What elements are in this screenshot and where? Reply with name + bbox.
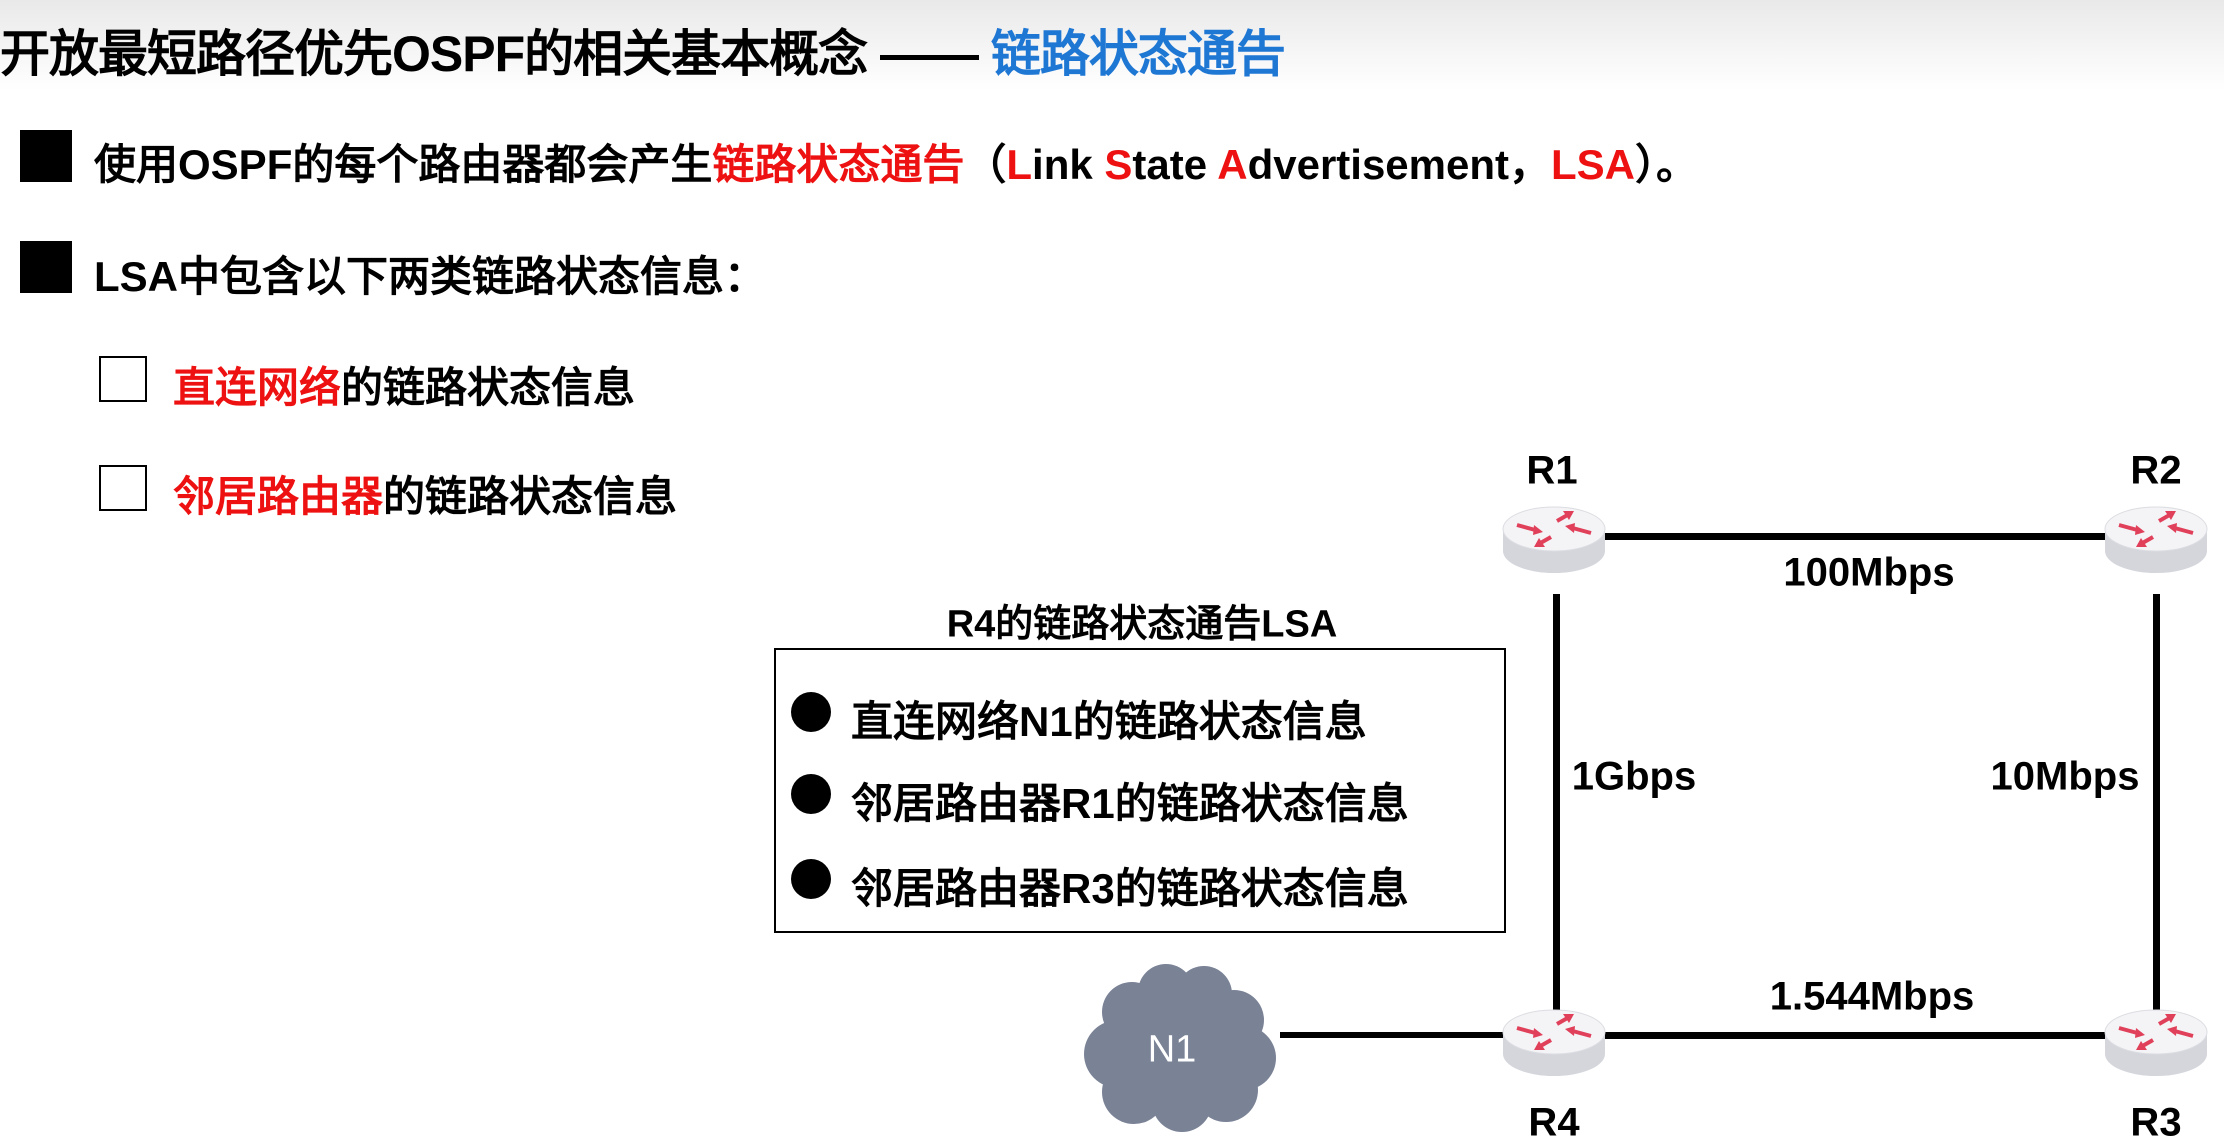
lsa-box-title: R4的链路状态通告LSA xyxy=(946,603,1338,646)
router-r1-icon xyxy=(1499,501,1609,577)
letter-a: A xyxy=(1217,141,1248,188)
square-bullet-icon xyxy=(20,241,72,293)
bullet-dot-icon xyxy=(791,774,831,814)
router-r3-icon xyxy=(2101,1004,2211,1080)
paren: ）。 xyxy=(1635,141,1699,188)
bullet-text: 使用OSPF的每个路由器都会产生 xyxy=(94,141,713,188)
router-label-r4: R4 xyxy=(1528,1100,1580,1145)
router-label-r2: R2 xyxy=(2130,448,2182,493)
bullet-1: 使用OSPF的每个路由器都会产生链路状态通告（Link State Advert… xyxy=(94,131,1698,192)
link-label-r2-r3: 10Mbps xyxy=(1990,754,2140,799)
highlight-text: 邻居路由器 xyxy=(173,473,384,520)
link-r4-r3 xyxy=(1600,1032,2108,1039)
lsa-item: 直连网络N1的链路状态信息 xyxy=(851,698,1367,745)
checkbox-icon xyxy=(99,356,147,402)
sub-item-text: 的链路状态信息 xyxy=(341,364,636,411)
link-label-r1-r2: 100Mbps xyxy=(1783,550,1955,595)
router-r2-icon xyxy=(2101,501,2211,577)
link-r2-r3 xyxy=(2153,594,2160,1010)
letter-l: L xyxy=(1006,141,1033,188)
link-r1-r2 xyxy=(1600,533,2108,540)
title-accent: 链路状态通告 xyxy=(990,26,1286,82)
router-label-r3: R3 xyxy=(2130,1100,2182,1145)
cloud-icon xyxy=(1084,964,1276,1132)
text-ink: ink xyxy=(1032,141,1105,188)
cloud-label: N1 xyxy=(1147,1028,1197,1071)
text-dvert: dvertisement， xyxy=(1247,141,1552,188)
link-n1-r4 xyxy=(1280,1032,1505,1038)
square-bullet-icon xyxy=(20,130,72,182)
highlight-text: 链路状态通告 xyxy=(712,141,965,188)
sub-item-2: 邻居路由器的链路状态信息 xyxy=(173,463,677,524)
link-label-r4-r3: 1.544Mbps xyxy=(1769,974,1975,1019)
bullet-dot-icon xyxy=(791,859,831,899)
title-main: 开放最短路径优先OSPF的相关基本概念 —— xyxy=(0,26,991,82)
link-r1-r4 xyxy=(1553,594,1560,1010)
router-r4-icon xyxy=(1499,1004,1609,1080)
lsa-item: 邻居路由器R1的链路状态信息 xyxy=(851,780,1409,827)
paren: （ xyxy=(964,141,1007,188)
lsa-item: 邻居路由器R3的链路状态信息 xyxy=(851,865,1409,912)
text-tate: tate xyxy=(1132,141,1218,188)
sub-item-text: 的链路状态信息 xyxy=(383,473,678,520)
sub-item-1: 直连网络的链路状态信息 xyxy=(173,354,635,415)
highlight-text: 直连网络 xyxy=(173,364,342,411)
header-band xyxy=(0,0,2224,90)
page-title: 开放最短路径优先OSPF的相关基本概念 —— 链路状态通告 xyxy=(0,14,1286,86)
lsa-box xyxy=(774,648,1506,933)
bullet-2: LSA中包含以下两类链路状态信息： xyxy=(94,253,767,300)
letter-s: S xyxy=(1104,141,1133,188)
lsa-abbr: LSA xyxy=(1551,141,1636,188)
router-label-r1: R1 xyxy=(1526,448,1578,493)
link-label-r1-r4: 1Gbps xyxy=(1571,754,1697,799)
checkbox-icon xyxy=(99,465,147,511)
bullet-dot-icon xyxy=(791,692,831,732)
